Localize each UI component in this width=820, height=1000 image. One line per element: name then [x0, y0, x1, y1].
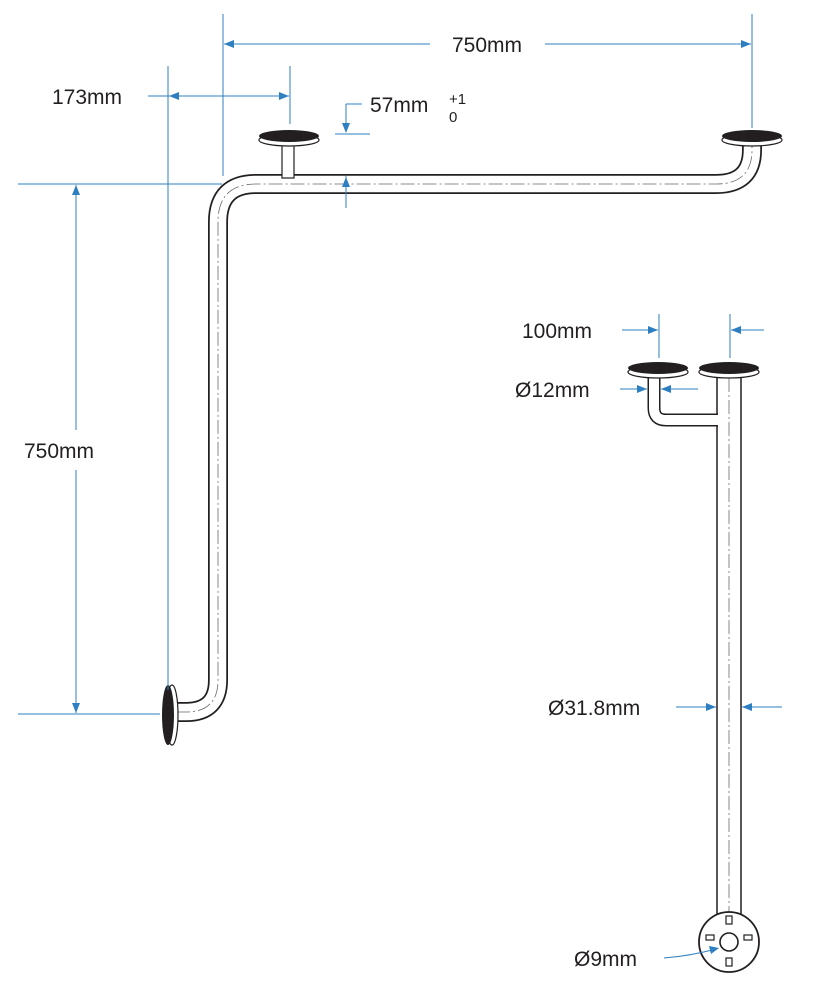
label-left-offset: 173mm: [52, 86, 122, 109]
mounting-hole: [719, 932, 739, 952]
label-hole-diameter: Ø9mm: [574, 948, 637, 971]
dimension-top-width: [222, 14, 753, 176]
label-flange-depth: 57mm: [370, 94, 428, 117]
label-top-width: 750mm: [452, 34, 522, 57]
dimension-flange-depth: [335, 103, 370, 208]
dimension-left-offset: [148, 66, 291, 690]
label-left-height: 750mm: [24, 440, 94, 463]
support-stem: [281, 141, 295, 179]
side-stem-fill: [649, 372, 718, 425]
label-flange-tol-minus: 0: [449, 109, 457, 126]
wall-flange-bottom-left: [162, 684, 179, 746]
wall-flange-middle: [258, 130, 320, 147]
side-stem-outline: [647, 372, 718, 427]
dimension-projection: [622, 314, 764, 358]
side-flange-right: [698, 362, 760, 379]
bottom-round-flange: [698, 911, 760, 973]
rail-side-view: [627, 362, 760, 973]
l-shaped-rail: [162, 130, 783, 746]
side-flange-left: [627, 362, 689, 379]
label-tube-diameter: Ø31.8mm: [548, 697, 640, 720]
dimension-hole-diameter: [663, 946, 719, 959]
label-stem-diameter: Ø12mm: [515, 379, 590, 402]
dimension-left-height: [72, 185, 80, 713]
dimension-stem-diameter: [620, 385, 698, 393]
dimension-tube-diameter: [676, 703, 782, 711]
wall-flange-right: [721, 130, 783, 147]
label-projection: 100mm: [522, 320, 592, 343]
label-flange-tol-plus: +1: [449, 91, 466, 108]
rail-centerline: [176, 142, 753, 713]
